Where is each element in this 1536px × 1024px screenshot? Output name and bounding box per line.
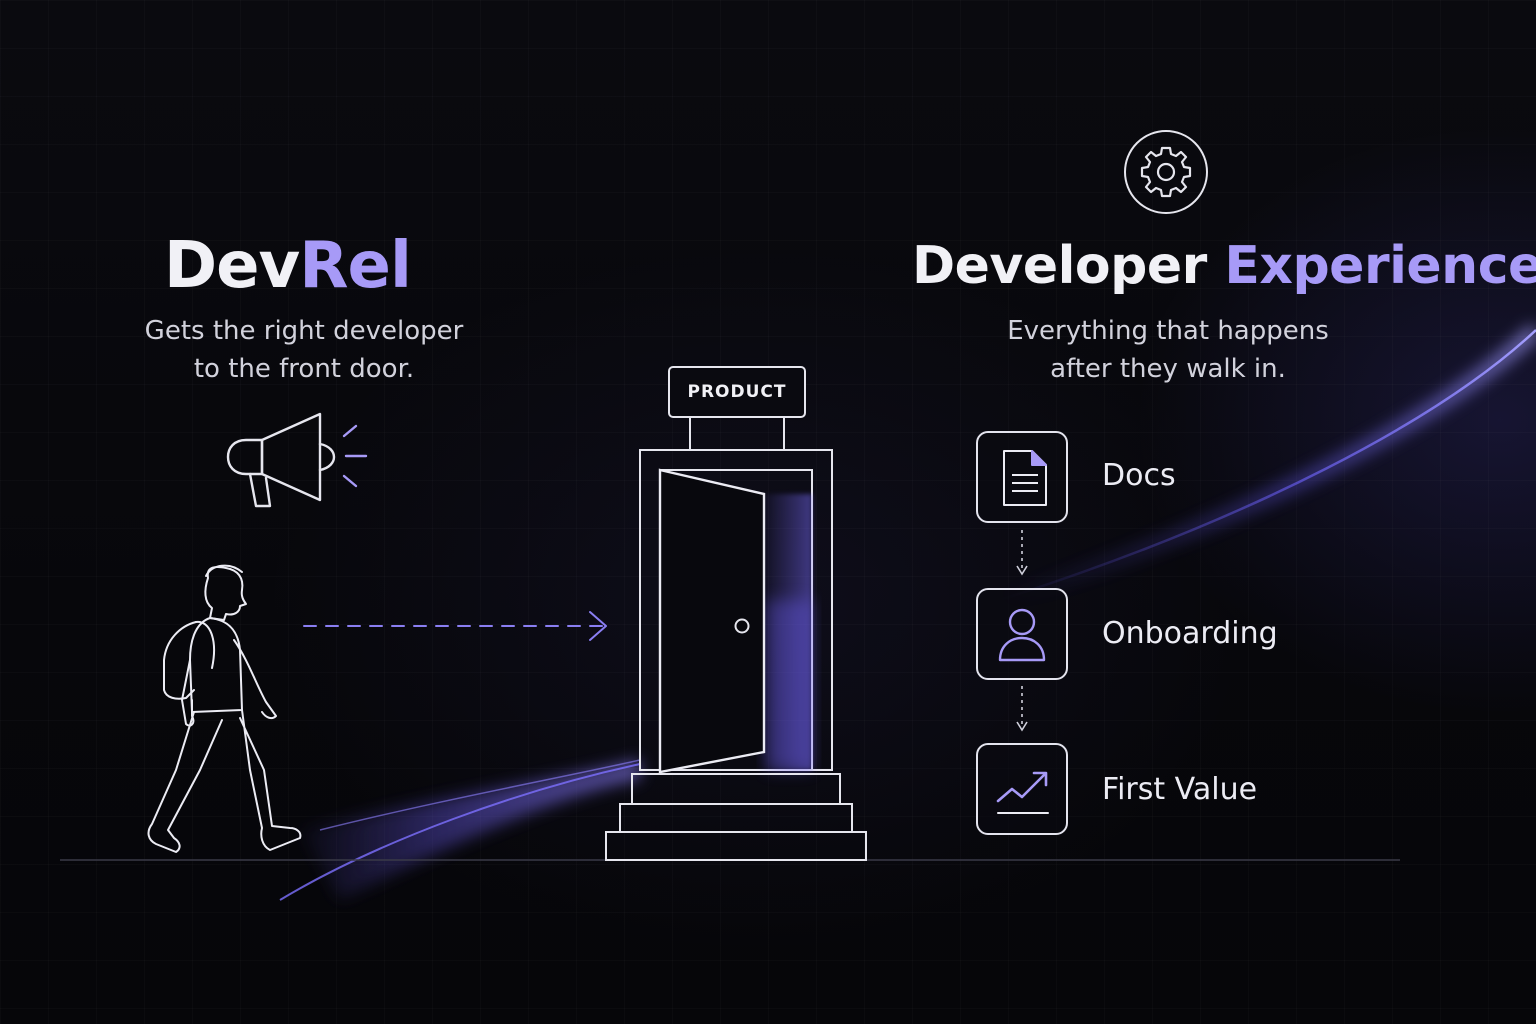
docs-step-box — [976, 431, 1068, 523]
glow-arc — [997, 324, 1536, 607]
devrel-title-part1: Dev — [164, 229, 300, 303]
dx-title-part2: Experience — [1224, 236, 1536, 296]
devrel-subtitle-line1: Gets the right developer — [144, 316, 464, 346]
devrel-title-part2: Rel — [299, 229, 412, 303]
first-value-step-box — [976, 743, 1068, 835]
onboarding-step-box — [976, 588, 1068, 680]
dx-title: Developer Experience — [912, 240, 1536, 292]
dx-title-part1: Developer — [912, 236, 1207, 296]
dx-subtitle: Everything that happens after they walk … — [968, 312, 1368, 388]
devrel-title: DevRel — [164, 234, 412, 298]
gear-icon — [1124, 130, 1208, 214]
dx-subtitle-line2: after they walk in. — [1050, 354, 1286, 384]
docs-step-label: Docs — [1102, 458, 1176, 493]
onboarding-step-label: Onboarding — [1102, 616, 1278, 651]
devrel-subtitle-line2: to the front door. — [193, 354, 415, 384]
megaphone-icon — [226, 412, 368, 508]
light-path — [279, 759, 641, 901]
trend-up-icon — [996, 771, 1049, 814]
door — [605, 418, 867, 861]
product-sign: PRODUCT — [668, 366, 806, 418]
document-icon — [1003, 450, 1047, 506]
dx-subtitle-line1: Everything that happens — [1007, 316, 1329, 346]
user-icon — [998, 608, 1046, 662]
walking-person-icon — [147, 564, 302, 853]
step-connectors — [1016, 530, 1028, 732]
first-value-step-label: First Value — [1102, 772, 1258, 807]
devrel-subtitle: Gets the right developer to the front do… — [104, 312, 504, 388]
dashed-arrow — [303, 611, 607, 641]
